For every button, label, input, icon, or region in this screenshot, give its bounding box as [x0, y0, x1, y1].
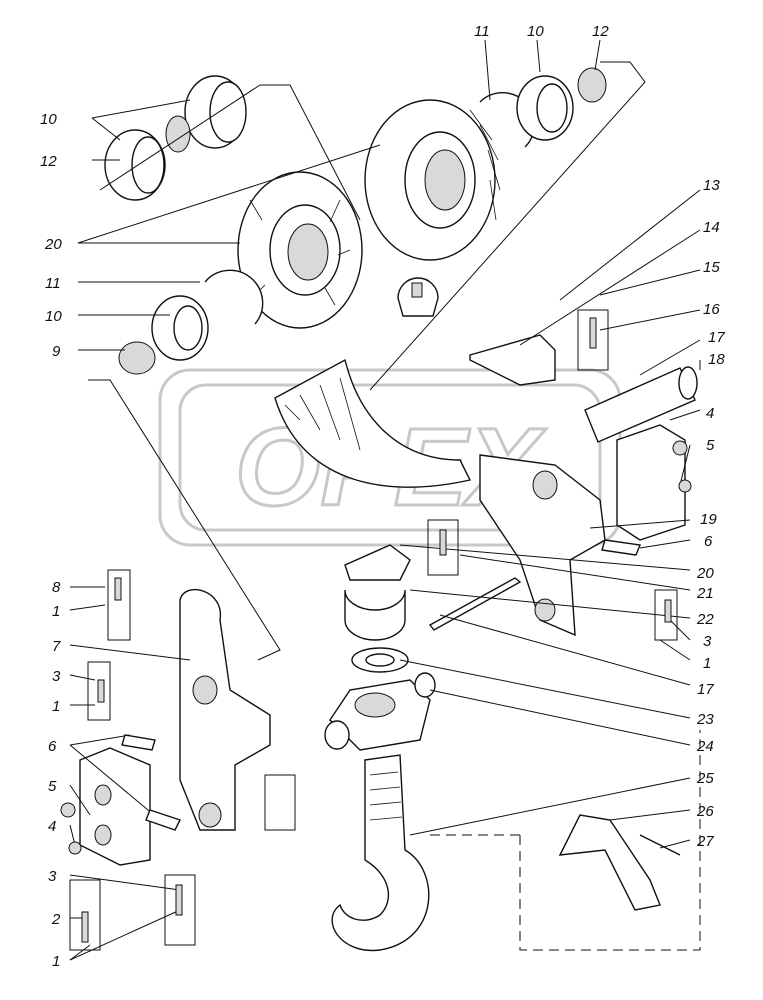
callout-10-top: 10 [527, 23, 544, 40]
callout-5-left: 5 [48, 778, 57, 795]
callout-3-left-b: 3 [48, 868, 57, 885]
hanger-link [344, 544, 522, 641]
callout-17-bottom: 17 [697, 681, 714, 698]
callout-19: 19 [700, 511, 717, 528]
callout-12-left: 12 [40, 153, 57, 170]
dashed-boundary [430, 730, 701, 951]
callout-5-right: 5 [706, 437, 715, 454]
callout-11-top: 11 [474, 23, 490, 40]
callout-6-left: 6 [48, 738, 57, 755]
callout-17-right: 17 [708, 329, 725, 346]
callout-1-left-c: 1 [52, 953, 60, 970]
grease-fitting [397, 277, 439, 317]
nut [351, 647, 409, 673]
callout-2: 2 [51, 911, 61, 928]
callout-4-right: 4 [706, 405, 714, 422]
callout-1-right: 1 [703, 655, 711, 672]
lower-sheave [237, 171, 363, 329]
axle [584, 366, 698, 443]
leader-lines [69, 39, 701, 961]
callout-11-left: 11 [45, 275, 61, 292]
callout-20-left: 20 [44, 236, 62, 253]
callout-27: 27 [696, 833, 714, 850]
hook [331, 754, 430, 952]
callout-14: 14 [703, 219, 720, 236]
callout-labels: 11 10 12 10 12 20 11 10 9 13 14 15 16 17… [40, 23, 725, 970]
callout-20-right: 20 [696, 565, 714, 582]
callout-3-left-a: 3 [52, 668, 61, 685]
side-plate-right [479, 454, 606, 637]
callout-18: 18 [708, 351, 725, 368]
trunnion [324, 672, 436, 751]
block-right [616, 424, 686, 541]
callout-16: 16 [703, 301, 720, 318]
callout-3-right: 3 [703, 633, 712, 650]
callout-26: 26 [696, 803, 714, 820]
callout-10-lower: 10 [45, 308, 62, 325]
callout-6-right: 6 [704, 533, 713, 550]
sheave-guard [274, 358, 472, 488]
callout-7: 7 [52, 638, 61, 655]
callout-1-left-a: 1 [52, 603, 60, 620]
callout-1-left-b: 1 [52, 698, 60, 715]
side-plate-left [179, 589, 271, 831]
callout-12-top: 12 [592, 23, 609, 40]
block-left [79, 747, 151, 866]
callout-23: 23 [696, 711, 714, 728]
left-bearing-assembly [104, 75, 247, 201]
callout-24: 24 [696, 738, 714, 755]
right-bearing-assembly [479, 67, 607, 148]
callout-10-left: 10 [40, 111, 57, 128]
callout-9: 9 [52, 343, 61, 360]
callout-25: 25 [696, 770, 714, 787]
fastener-groups [60, 309, 692, 951]
callout-4-left: 4 [48, 818, 56, 835]
callout-15: 15 [703, 259, 720, 276]
lower-bearing-assembly [118, 269, 264, 375]
upper-sheave [364, 99, 501, 261]
bracket [469, 334, 556, 386]
callout-22: 22 [696, 611, 714, 628]
callout-13: 13 [703, 177, 720, 194]
safety-latch [558, 814, 681, 911]
callout-21: 21 [696, 585, 714, 602]
callout-8: 8 [52, 579, 61, 596]
